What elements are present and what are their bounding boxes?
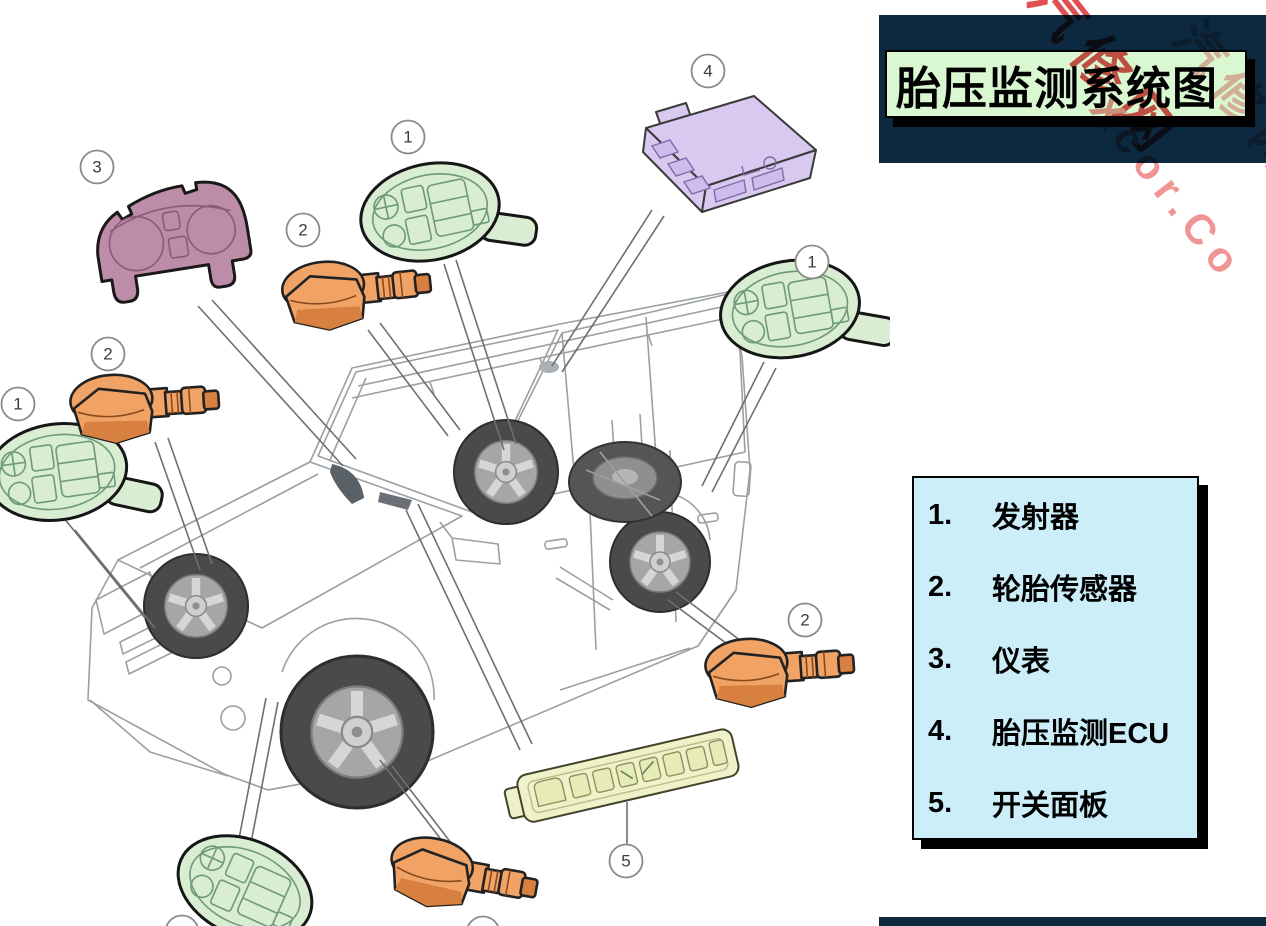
instrument-cluster <box>96 180 253 304</box>
legend-item-number: 1. <box>928 498 953 531</box>
tpms-ecu <box>642 95 817 213</box>
callout-5: 5 <box>608 843 644 879</box>
legend-item-2: 2. 轮胎传感器 <box>914 566 1197 608</box>
callout-bottom-left-partial <box>165 914 199 926</box>
leader-sensor-top <box>367 322 461 437</box>
leader-sensor-left <box>154 437 213 571</box>
rear-left-wheel <box>610 512 710 612</box>
tire-sensor-rear <box>702 630 858 712</box>
page-title: 胎压监测系统图 <box>885 50 1247 118</box>
callout-1-left: 1 <box>0 386 36 422</box>
legend-item-1: 1. 发射器 <box>914 494 1197 536</box>
tire-sensor-top <box>278 249 436 336</box>
leader-fob-top <box>443 259 517 451</box>
svg-text:1: 1 <box>807 253 816 272</box>
leader-lines <box>62 209 777 853</box>
dash-vent <box>378 492 412 510</box>
spare-wheel <box>568 441 682 523</box>
switch-panel <box>503 728 740 823</box>
leader-ecu <box>551 209 665 373</box>
legend-item-3: 3. 仪表 <box>914 638 1197 680</box>
legend-item-label: 仪表 <box>992 646 1051 678</box>
legend-item-number: 5. <box>928 786 953 819</box>
wiper <box>330 464 364 504</box>
vehicle-illustration <box>87 291 752 808</box>
leader-fob-bottom <box>237 697 279 849</box>
svg-text:2: 2 <box>298 221 307 240</box>
front-fender-wheel <box>144 554 248 658</box>
svg-text:4: 4 <box>703 62 712 81</box>
callout-2-left: 2 <box>90 336 126 372</box>
callout-bottom-center-partial <box>467 915 499 926</box>
next-section-bar <box>879 917 1266 926</box>
leader-cluster <box>197 299 357 467</box>
svg-text:5: 5 <box>621 852 630 871</box>
legend-item-label: 胎压监测ECU <box>992 718 1170 750</box>
legend-item-label: 轮胎传感器 <box>992 574 1138 606</box>
legend-item-label: 开关面板 <box>992 790 1109 822</box>
callout-4: 4 <box>690 53 726 89</box>
legend-item-5: 5. 开关面板 <box>914 782 1197 824</box>
callout-2-top: 2 <box>285 212 321 248</box>
tire-sensor-left <box>67 366 223 448</box>
svg-text:2: 2 <box>800 611 809 630</box>
callout-1-right: 1 <box>794 244 830 280</box>
legend-item-4: 4. 胎压监测ECU <box>914 710 1197 752</box>
tire-sensor-bottom <box>383 830 544 926</box>
legend: 1. 发射器 2. 轮胎传感器 3. 仪表 4. 胎压监测ECU 5. 开关面板 <box>912 476 1199 840</box>
legend-item-label: 发射器 <box>992 502 1080 534</box>
tpms-diagram: 3 1 2 4 1 2 1 2 5 <box>0 53 890 926</box>
legend-item-number: 4. <box>928 714 953 747</box>
svg-text:1: 1 <box>13 395 22 414</box>
leader-fob-right <box>701 361 777 493</box>
front-left-wheel <box>281 656 433 808</box>
legend-item-number: 3. <box>928 642 953 675</box>
leader-fob-left <box>62 516 156 629</box>
svg-text:1: 1 <box>403 128 412 147</box>
front-right-wheel <box>454 420 558 524</box>
svg-text:2: 2 <box>103 345 112 364</box>
roof-antenna <box>539 361 559 373</box>
callout-2-rear: 2 <box>787 602 823 638</box>
leader-sensor-bottom <box>379 759 459 853</box>
transmitter-bottom <box>156 814 362 926</box>
callout-3: 3 <box>79 149 115 185</box>
page-title-text: 胎压监测系统图 <box>896 62 1219 114</box>
leader-switch-panel <box>405 503 628 844</box>
legend-item-number: 2. <box>928 570 953 603</box>
callout-1-top: 1 <box>390 119 426 155</box>
transmitter-top <box>350 141 546 283</box>
svg-text:3: 3 <box>92 158 101 177</box>
